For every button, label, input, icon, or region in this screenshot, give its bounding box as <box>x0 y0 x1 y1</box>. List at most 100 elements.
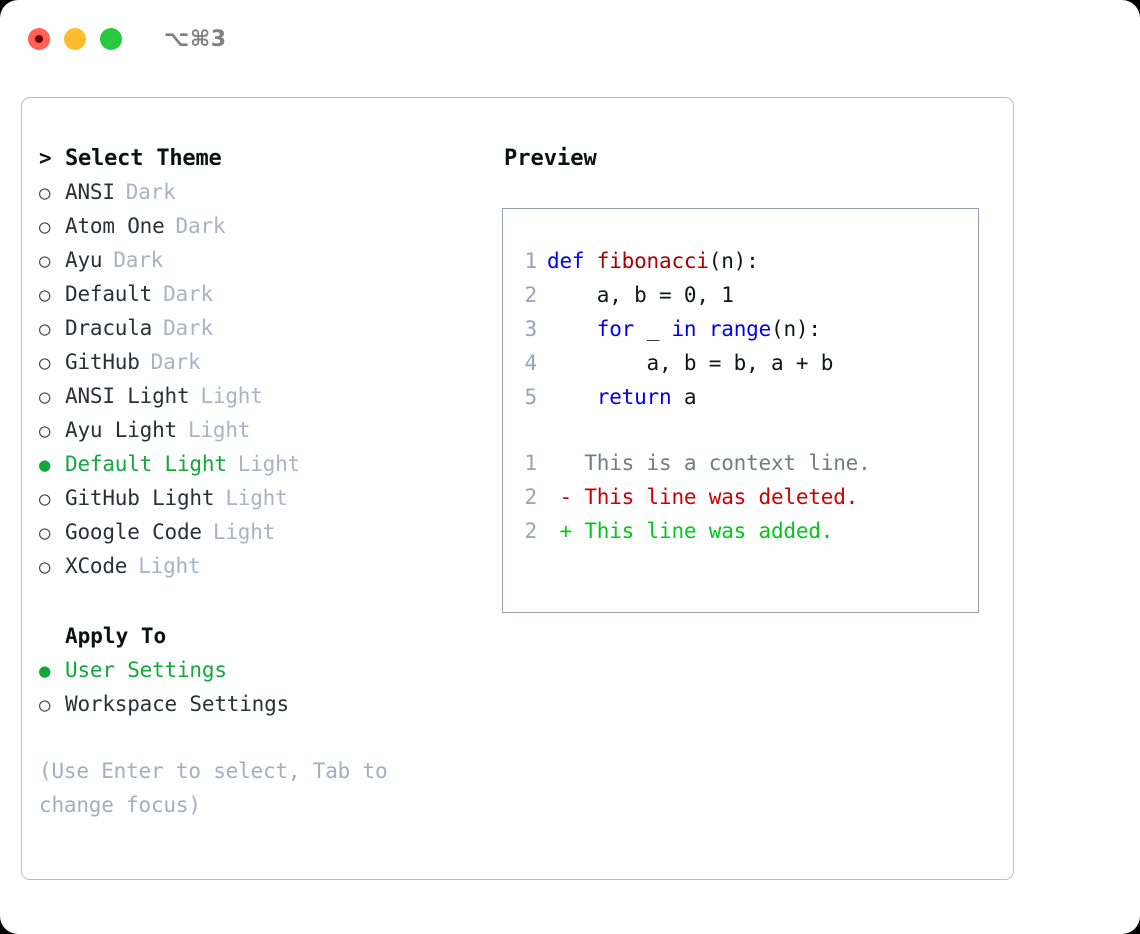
theme-option-default[interactable]: ○ Default Dark <box>39 282 502 316</box>
line-number: 1 <box>524 451 538 475</box>
radio-selected-icon: ● <box>39 660 51 682</box>
line-number: 4 <box>524 351 538 375</box>
line-number: 1 <box>524 249 538 273</box>
diff-content: This line was deleted. <box>584 485 859 509</box>
radio-unselected-icon: ○ <box>39 386 51 408</box>
code-line: 4 a, b = b, a + b <box>503 351 978 385</box>
theme-option-github[interactable]: ○ GitHub Dark <box>39 350 502 384</box>
radio-unselected-icon: ○ <box>39 420 51 442</box>
maximize-window-icon[interactable] <box>100 28 122 50</box>
line-number: 5 <box>524 385 538 409</box>
code-token: a, b = 0, 1 <box>547 283 734 307</box>
code-token: fibonacci <box>596 249 709 273</box>
code-token: for <box>596 317 635 341</box>
diff-content: This line was added. <box>584 519 834 543</box>
code-text: def fibonacci(n): <box>547 249 759 273</box>
theme-variant-tag: Dark <box>150 350 201 374</box>
theme-variant-tag: Dark <box>163 316 213 340</box>
diff-text: + This line was added. <box>547 519 833 543</box>
apply-to-option-user-settings[interactable]: ● User Settings <box>39 658 502 692</box>
radio-unselected-icon: ○ <box>39 182 51 204</box>
radio-unselected-icon: ○ <box>39 216 51 238</box>
line-number: 2 <box>524 283 538 307</box>
theme-option-label: Default <box>65 282 153 306</box>
diff-sign: - <box>547 485 585 509</box>
minimize-window-icon[interactable] <box>64 28 86 50</box>
code-line: 1 def fibonacci(n): <box>503 249 978 283</box>
spacer <box>39 588 502 624</box>
code-text: a, b = b, a + b <box>547 351 834 375</box>
theme-option-label: GitHub Light <box>65 486 215 510</box>
apply-to-option-label: User Settings <box>65 658 227 682</box>
theme-option-label: ANSI <box>65 180 115 204</box>
radio-unselected-icon: ○ <box>39 522 51 544</box>
theme-option-default-light[interactable]: ● Default Light Light <box>39 452 502 486</box>
theme-option-ansi[interactable]: ○ ANSI Dark <box>39 180 502 214</box>
apply-to-option-label: Workspace Settings <box>65 692 289 716</box>
theme-option-label: Ayu Light <box>65 418 177 442</box>
code-line: 2 a, b = 0, 1 <box>503 283 978 317</box>
theme-option-ayu[interactable]: ○ Ayu Dark <box>39 248 502 282</box>
code-token: range <box>708 317 772 341</box>
theme-option-label: Dracula <box>65 316 153 340</box>
theme-variant-tag: Dark <box>175 214 226 238</box>
theme-option-dracula[interactable]: ○ Dracula Dark <box>39 316 502 350</box>
radio-unselected-icon: ○ <box>39 318 51 340</box>
radio-selected-icon: ● <box>39 454 51 476</box>
code-token <box>696 317 708 341</box>
theme-option-label: GitHub <box>65 350 140 374</box>
radio-unselected-icon: ○ <box>39 694 51 716</box>
radio-unselected-icon: ○ <box>39 284 51 306</box>
code-token: return <box>596 385 672 409</box>
theme-option-label: Ayu <box>65 248 103 272</box>
code-text: return a <box>547 385 697 409</box>
theme-variant-tag: Dark <box>113 248 164 272</box>
theme-variant-tag: Light <box>237 452 300 476</box>
theme-option-atom-one[interactable]: ○ Atom One Dark <box>39 214 502 248</box>
diff-sign: + <box>547 519 585 543</box>
theme-variant-tag: Light <box>225 486 288 510</box>
line-number: 2 <box>524 485 538 509</box>
code-token <box>547 317 597 341</box>
diff-sample: 1 This is a context line.2 - This line w… <box>503 451 978 553</box>
diff-line: 2 + This line was added. <box>503 519 978 553</box>
radio-unselected-icon: ○ <box>39 352 51 374</box>
diff-content: This is a context line. <box>584 451 871 475</box>
theme-variant-tag: Light <box>138 554 201 578</box>
theme-variant-tag: Dark <box>163 282 213 306</box>
theme-variant-tag: Light <box>212 520 276 544</box>
diff-line: 2 - This line was deleted. <box>503 485 978 519</box>
theme-variant-tag: Dark <box>125 180 176 204</box>
apply-to-option-workspace-settings[interactable]: ○ Workspace Settings <box>39 692 502 726</box>
theme-option-label: Default Light <box>65 452 227 476</box>
preview-title: Preview <box>504 146 597 171</box>
caret-icon: > <box>39 146 52 170</box>
theme-list-title: Select Theme <box>65 146 222 171</box>
theme-list-header: > Select Theme <box>39 146 502 180</box>
line-number: 3 <box>524 317 538 341</box>
code-token <box>547 385 597 409</box>
theme-option-label: Atom One <box>65 214 165 238</box>
theme-variant-tag: Light <box>200 384 263 408</box>
code-token: (n): <box>771 317 821 341</box>
spacer <box>503 419 978 451</box>
keyboard-hint: (Use Enter to select, Tab to change focu… <box>39 759 388 817</box>
code-text: a, b = 0, 1 <box>547 283 734 307</box>
theme-option-label: ANSI Light <box>65 384 190 408</box>
radio-unselected-icon: ○ <box>39 250 51 272</box>
diff-line: 1 This is a context line. <box>503 451 978 485</box>
code-token: in <box>671 317 697 341</box>
apply-to-options-list: ● User Settings ○ Workspace Settings <box>39 658 502 726</box>
theme-option-ansi-light[interactable]: ○ ANSI Light Light <box>39 384 502 418</box>
code-text: for _ in range(n): <box>547 317 821 341</box>
close-window-icon[interactable] <box>28 28 50 50</box>
code-token: _ <box>634 317 672 341</box>
